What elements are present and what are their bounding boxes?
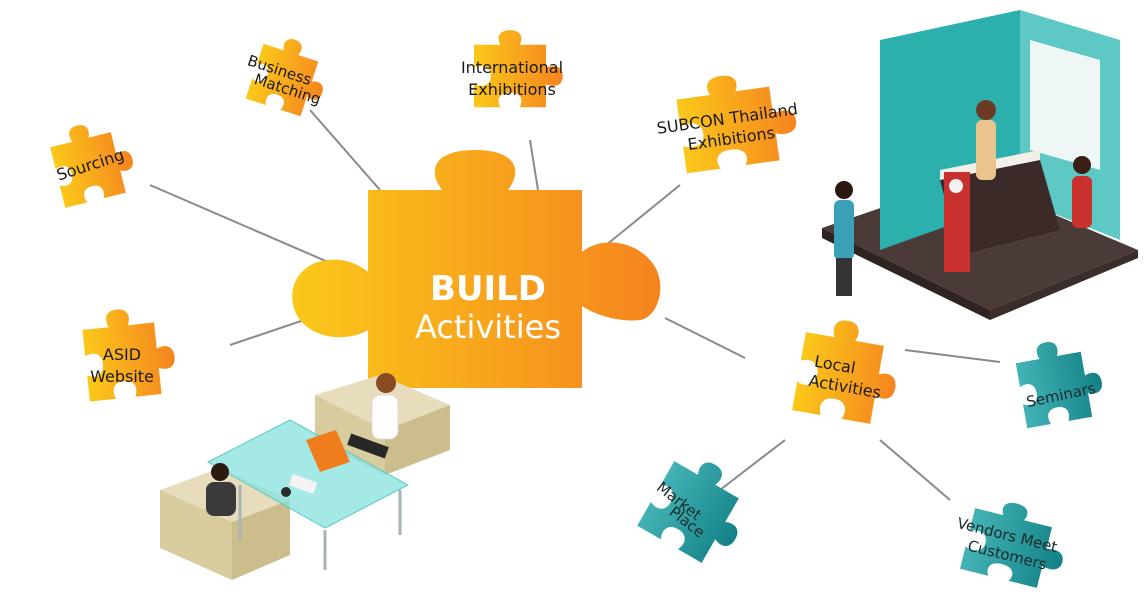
label-international: International: [461, 58, 563, 77]
exhibition-booth-illustration: [822, 10, 1138, 320]
connector-business-matching: [309, 109, 381, 191]
center-title-regular: Activities: [415, 308, 561, 346]
connector-market-place: [719, 439, 786, 491]
connector-local: [664, 317, 746, 359]
center-piece-shape: [292, 150, 661, 388]
center-title-bold: BUILD: [430, 269, 546, 309]
connector-international: [529, 139, 539, 191]
connector-subcon: [599, 184, 681, 251]
connector-seminars: [904, 349, 1001, 363]
meeting-lounge-illustration: [160, 373, 450, 580]
connector-asid: [229, 317, 311, 346]
center-build-piece: BUILD Activities: [292, 150, 661, 388]
label-website: Website: [90, 367, 154, 386]
label-asid: ASID: [103, 345, 141, 364]
connector-vendors: [879, 439, 951, 501]
label-exhibitions-1: Exhibitions: [468, 80, 556, 99]
